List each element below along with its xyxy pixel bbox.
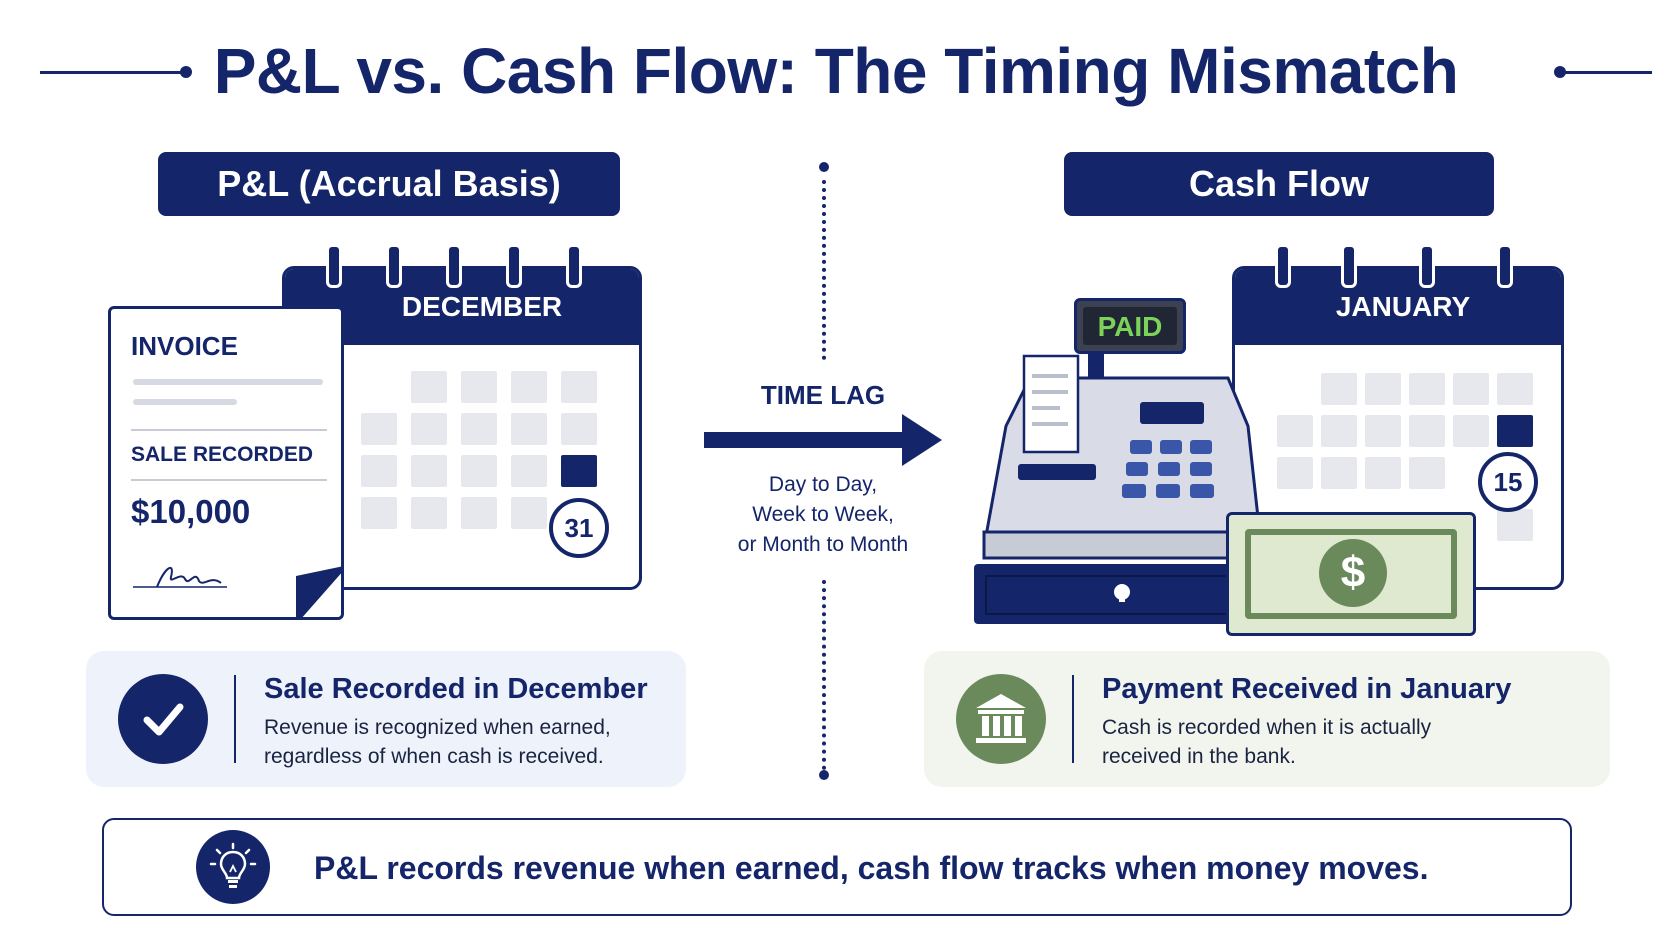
time-lag-label: TIME LAG — [760, 380, 886, 410]
cash-card-heading: Payment Received in January — [1102, 673, 1512, 705]
title-dot-right — [1554, 66, 1566, 78]
calendar-ring — [326, 244, 342, 288]
bank-icon — [956, 674, 1046, 764]
dollar-bill: $ — [1226, 512, 1476, 636]
calendar-cell — [561, 413, 597, 445]
calendar-cell — [1277, 457, 1313, 489]
card-divider — [1072, 675, 1074, 763]
calendar-cell — [561, 371, 597, 403]
calendar-cell — [511, 455, 547, 487]
calendar-cell — [411, 413, 447, 445]
time-lag-line-2: Week to Week, — [752, 503, 894, 526]
accrual-card-body: Revenue is recognized when earned, regar… — [264, 713, 611, 771]
calendar-cell — [511, 497, 547, 529]
cash-register-icon — [974, 350, 1270, 624]
calendar-cell — [361, 497, 397, 529]
calendar-ring — [1419, 244, 1435, 288]
calendar-cell — [1365, 373, 1401, 405]
card-divider — [234, 675, 236, 763]
calendar-cell — [411, 455, 447, 487]
invoice-rule — [131, 429, 327, 431]
calendar-cell — [411, 497, 447, 529]
accrual-basis-pill: P&L (Accrual Basis) — [158, 152, 620, 216]
dollar-bill-seal: $ — [1319, 539, 1387, 607]
calendar-ring — [566, 244, 582, 288]
calendar-ring — [1275, 244, 1291, 288]
summary-banner: P&L records revenue when earned, cash fl… — [102, 818, 1572, 916]
calendar-cell — [511, 371, 547, 403]
cash-card-body-line-1: Cash is recorded when it is actually — [1102, 716, 1432, 739]
invoice-rule — [131, 479, 327, 481]
accrual-card-body-line-1: Revenue is recognized when earned, — [264, 716, 611, 739]
time-lag-arrow-icon — [704, 414, 942, 466]
divider-bottom — [822, 580, 826, 770]
paid-label: PAID — [1097, 311, 1163, 342]
signature-icon — [133, 566, 227, 588]
calendar-cell — [361, 413, 397, 445]
register-display-screen — [1083, 307, 1177, 345]
lightbulb-icon — [196, 830, 270, 904]
time-lag-line-3: or Month to Month — [737, 533, 909, 556]
title-dot-left — [180, 66, 192, 78]
invoice-title: INVOICE — [131, 331, 238, 361]
calendar-cell — [461, 371, 497, 403]
title-rule-right — [1564, 71, 1652, 74]
invoice-amount: $10,000 — [131, 493, 251, 530]
divider-top — [822, 180, 826, 360]
highlighted-day-cell — [1497, 415, 1533, 447]
calendar-ring — [446, 244, 462, 288]
calendar-cell — [461, 497, 497, 529]
calendar-cell — [1365, 415, 1401, 447]
invoice-corner-fold — [296, 566, 344, 620]
calendar-cell — [1453, 415, 1489, 447]
invoice-sale-recorded-label: SALE RECORDED — [131, 443, 314, 466]
december-month-label: DECEMBER — [401, 291, 563, 322]
checkmark-icon — [118, 674, 208, 764]
calendar-cell — [1453, 373, 1489, 405]
invoice-line — [133, 399, 237, 405]
accrual-card-body-line-2: regardless of when cash is received. — [264, 745, 604, 768]
january-day-circle: 15 — [1478, 452, 1538, 512]
calendar-cell — [1497, 373, 1533, 405]
invoice-line — [133, 379, 323, 385]
calendar-cell — [461, 455, 497, 487]
divider-dot-top — [819, 162, 829, 172]
dollar-symbol: $ — [1340, 548, 1366, 597]
invoice-document: INVOICE SALE RECORDED $10,000 — [108, 306, 344, 620]
summary-text: P&L records revenue when earned, cash fl… — [314, 850, 1429, 886]
cash-card-body-line-2: received in the bank. — [1102, 745, 1296, 768]
calendar-cell — [1409, 457, 1445, 489]
calendar-cell — [461, 413, 497, 445]
title-rule-left — [40, 71, 182, 74]
calendar-cell — [1365, 457, 1401, 489]
december-day-circle: 31 — [549, 498, 609, 558]
calendar-cell — [1497, 509, 1533, 541]
calendar-cell — [1277, 415, 1313, 447]
time-lag-line-1: Day to Day, — [768, 473, 878, 496]
calendar-ring — [386, 244, 402, 288]
january-month-label: JANUARY — [1335, 291, 1471, 322]
highlighted-day-cell — [561, 455, 597, 487]
calendar-ring — [1497, 244, 1513, 288]
accrual-card-heading: Sale Recorded in December — [264, 673, 648, 705]
calendar-cell — [1321, 415, 1357, 447]
calendar-ring — [1341, 244, 1357, 288]
calendar-cell — [411, 371, 447, 403]
calendar-cell — [1321, 457, 1357, 489]
calendar-cell — [511, 413, 547, 445]
dollar-bill-inner — [1245, 529, 1457, 619]
calendar-cell — [1409, 373, 1445, 405]
divider-dot-bottom — [819, 770, 829, 780]
register-display: PAID — [1074, 298, 1186, 354]
calendar-cell — [361, 455, 397, 487]
calendar-ring — [506, 244, 522, 288]
calendar-cell — [1409, 415, 1445, 447]
page-title: P&L vs. Cash Flow: The Timing Mismatch — [213, 35, 1459, 107]
accrual-info-card: Sale Recorded in December Revenue is rec… — [86, 651, 686, 787]
cash-flow-pill: Cash Flow — [1064, 152, 1494, 216]
time-lag-description: Day to Day, Week to Week, or Month to Mo… — [700, 470, 946, 560]
cash-info-card: Payment Received in January Cash is reco… — [924, 651, 1610, 787]
cash-card-body: Cash is recorded when it is actually rec… — [1102, 713, 1431, 771]
calendar-cell — [1321, 373, 1357, 405]
